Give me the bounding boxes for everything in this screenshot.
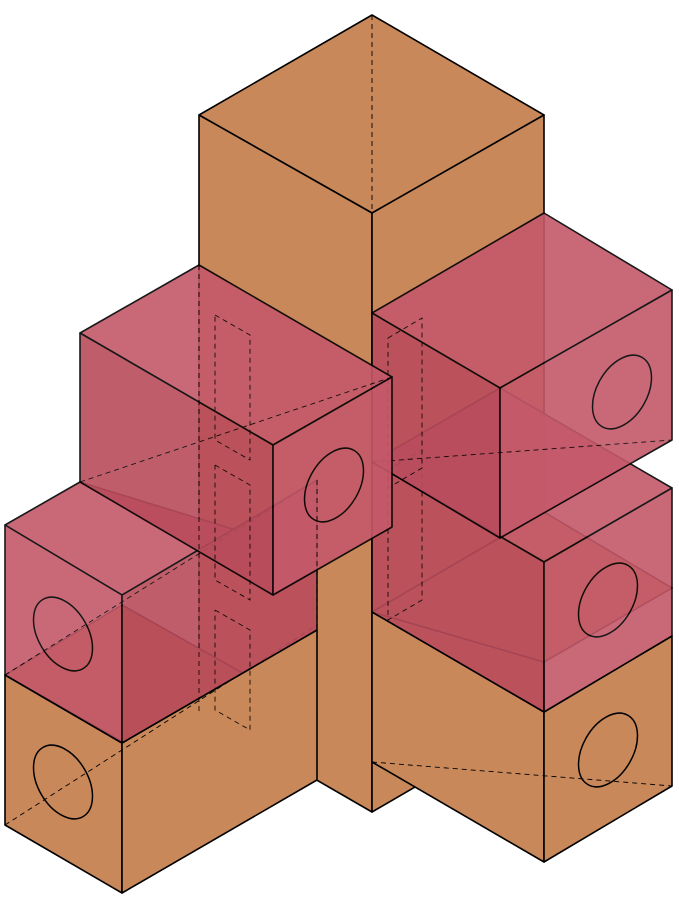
- right-lower-slot: [387, 449, 423, 621]
- upper-left-slot-bottom: [214, 464, 251, 601]
- upper-left-hidden-edge-a: [79, 376, 393, 483]
- right-upper-slot: [387, 317, 423, 489]
- right-lower-right-face: [543, 487, 673, 713]
- right-upper-hole-icon: [591, 354, 653, 430]
- upper-left-cube: [79, 264, 393, 780]
- right-upper-cube: [371, 212, 673, 539]
- upper-left-slot-top: [214, 314, 251, 461]
- middle-left-hole-icon: [32, 596, 94, 672]
- bottom-left-hole-icon: [32, 744, 94, 820]
- upper-left-hole-icon: [303, 447, 365, 523]
- upper-left-right-face: [272, 376, 393, 596]
- bottom-right-hole-icon: [577, 712, 639, 788]
- right-lower-hole-icon: [577, 562, 639, 638]
